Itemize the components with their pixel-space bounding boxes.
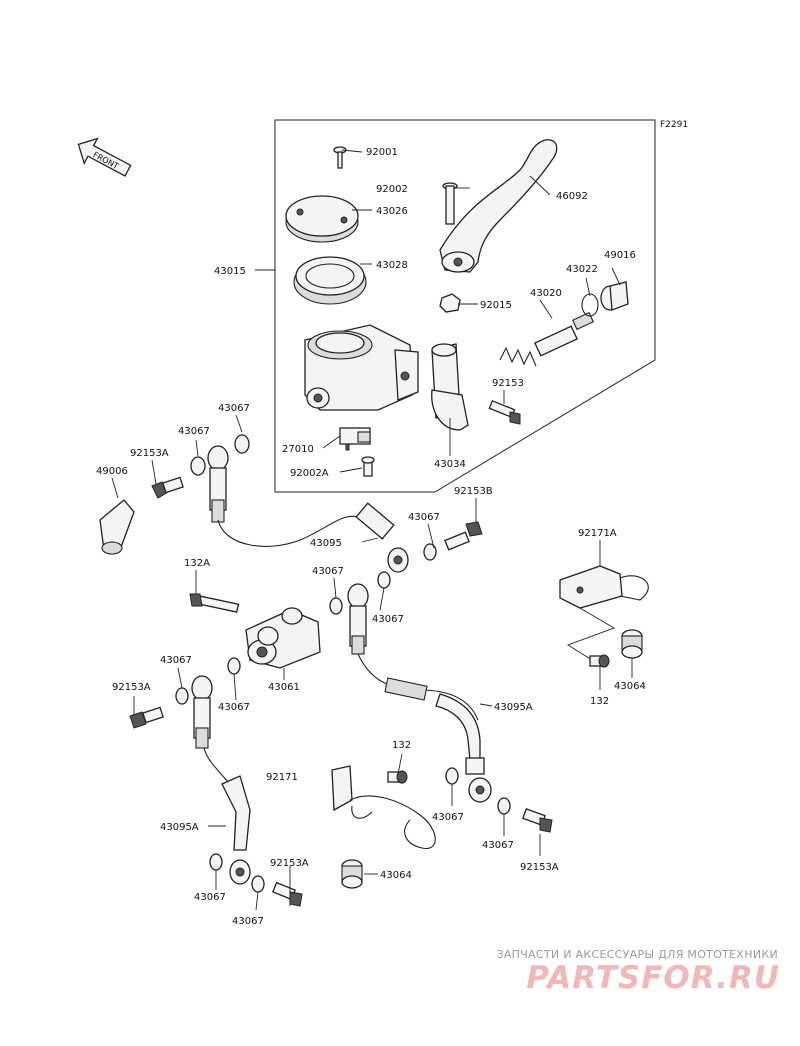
hose-fitting-43095-icon	[355, 502, 409, 573]
washer-icon	[445, 767, 459, 785]
clamp-icon	[431, 343, 469, 431]
part-label-43022: 43022	[566, 264, 598, 275]
part-label-43067-4: 43067	[312, 566, 344, 577]
washer-icon	[251, 875, 265, 893]
banjo-bolt-icon	[522, 808, 553, 833]
part-label-43067-11: 43067	[232, 916, 264, 927]
banjo-fitting-icon	[347, 583, 369, 655]
part-label-43095A-1: 43095A	[494, 702, 533, 713]
part-label-43095A-2: 43095A	[160, 822, 199, 833]
circlip-icon	[581, 293, 599, 317]
three-way-joint-icon	[245, 607, 321, 669]
banjo-bolt-icon	[444, 521, 483, 551]
part-label-43061: 43061	[268, 682, 300, 693]
clamp-bracket-92171-icon	[331, 765, 436, 849]
banjo-fitting-icon	[207, 445, 229, 523]
pivot-bolt-icon	[442, 182, 458, 225]
piston-spring-icon	[499, 311, 595, 367]
hose-corrugated-icon	[221, 775, 251, 885]
part-label-43067-9: 43067	[482, 840, 514, 851]
part-label-43020: 43020	[530, 288, 562, 299]
leader-line	[566, 607, 616, 661]
part-label-43067-7: 43067	[218, 702, 250, 713]
washer-icon	[227, 657, 241, 675]
part-label-43067-6: 43067	[160, 655, 192, 666]
part-label-132-1: 132	[590, 696, 609, 707]
reservoir-cap-icon	[285, 195, 359, 243]
washer-icon	[497, 797, 511, 815]
part-label-43067-10: 43067	[194, 892, 226, 903]
part-label-132-2: 132	[392, 740, 411, 751]
diagram-code: F2291	[660, 120, 689, 130]
part-label-49016: 49016	[604, 250, 636, 261]
washer-icon	[234, 434, 250, 454]
watermark-caption: ЗАПЧАСТИ И АКСЕССУАРЫ ДЛЯ МОТОТЕХНИКИ	[496, 948, 778, 961]
hose-corrugated-icon	[384, 677, 485, 775]
part-label-92171: 92171	[266, 772, 298, 783]
part-label-43028: 43028	[376, 260, 408, 271]
clamp-bracket-92171A-icon	[559, 565, 649, 609]
washer-icon	[329, 597, 343, 615]
part-label-43067-8: 43067	[432, 812, 464, 823]
bolt-132-icon	[387, 770, 408, 784]
part-label-92002A: 92002A	[290, 468, 329, 479]
clamp-bolt-icon	[488, 399, 521, 425]
part-label-92001: 92001	[366, 147, 398, 158]
part-label-92153A-2: 92153A	[112, 682, 151, 693]
master-cylinder-body-icon	[304, 324, 419, 411]
washer-icon	[209, 853, 223, 871]
part-label-92153A-4: 92153A	[270, 858, 309, 869]
part-label-43067-1: 43067	[218, 403, 250, 414]
part-label-43067-2: 43067	[178, 426, 210, 437]
assembly-frame	[274, 119, 656, 493]
part-label-43064-2: 43064	[380, 870, 412, 881]
screw-92002A-icon	[361, 456, 375, 477]
part-label-92015: 92015	[480, 300, 512, 311]
nut-92015-icon	[439, 293, 461, 313]
banjo-bolt-icon	[272, 881, 303, 907]
grommet-icon	[341, 859, 363, 889]
brake-hose-upper	[217, 515, 366, 547]
part-label-46092: 46092	[556, 191, 588, 202]
brake-lever-icon	[439, 139, 558, 273]
part-label-43064-1: 43064	[614, 681, 646, 692]
part-label-43067-5: 43067	[372, 614, 404, 625]
part-label-92002: 92002	[376, 184, 408, 195]
banjo-bolt-icon	[129, 706, 164, 729]
brake-switch-icon	[339, 427, 371, 451]
part-label-43034: 43034	[434, 459, 466, 470]
washer-icon	[423, 543, 437, 561]
part-labels: 92001 43026 92002 46092 43015 43028 4901…	[96, 147, 646, 927]
leader-lines	[111, 149, 633, 911]
part-label-92171A: 92171A	[578, 528, 617, 539]
washer-icon	[190, 456, 206, 476]
grommet-icon	[621, 629, 643, 659]
rubber-cap-icon	[99, 499, 135, 555]
part-label-92153: 92153	[492, 378, 524, 389]
watermark-logo: PARTSFOR.RU	[526, 960, 780, 996]
part-label-43067-3: 43067	[408, 512, 440, 523]
front-arrow-icon: FRONT	[77, 137, 132, 177]
diaphragm-icon	[293, 256, 367, 305]
washer-icon	[377, 571, 391, 589]
banjo-bolt-icon	[151, 476, 184, 499]
part-label-132A: 132A	[184, 558, 210, 569]
part-label-49006: 49006	[96, 466, 128, 477]
part-label-27010: 27010	[282, 444, 314, 455]
banjo-fitting-icon	[468, 777, 492, 803]
bolt-132A-icon	[189, 593, 240, 613]
washer-icon	[175, 687, 189, 705]
part-label-92153B: 92153B	[454, 486, 493, 497]
part-label-92153A-1: 92153A	[130, 448, 169, 459]
banjo-fitting-icon	[191, 675, 213, 749]
part-label-92153A-3: 92153A	[520, 862, 559, 873]
dust-boot-icon	[600, 281, 629, 311]
bolt-132-icon	[589, 654, 610, 668]
part-label-43095: 43095	[310, 538, 342, 549]
part-label-43015: 43015	[214, 266, 246, 277]
part-label-43026: 43026	[376, 206, 408, 217]
